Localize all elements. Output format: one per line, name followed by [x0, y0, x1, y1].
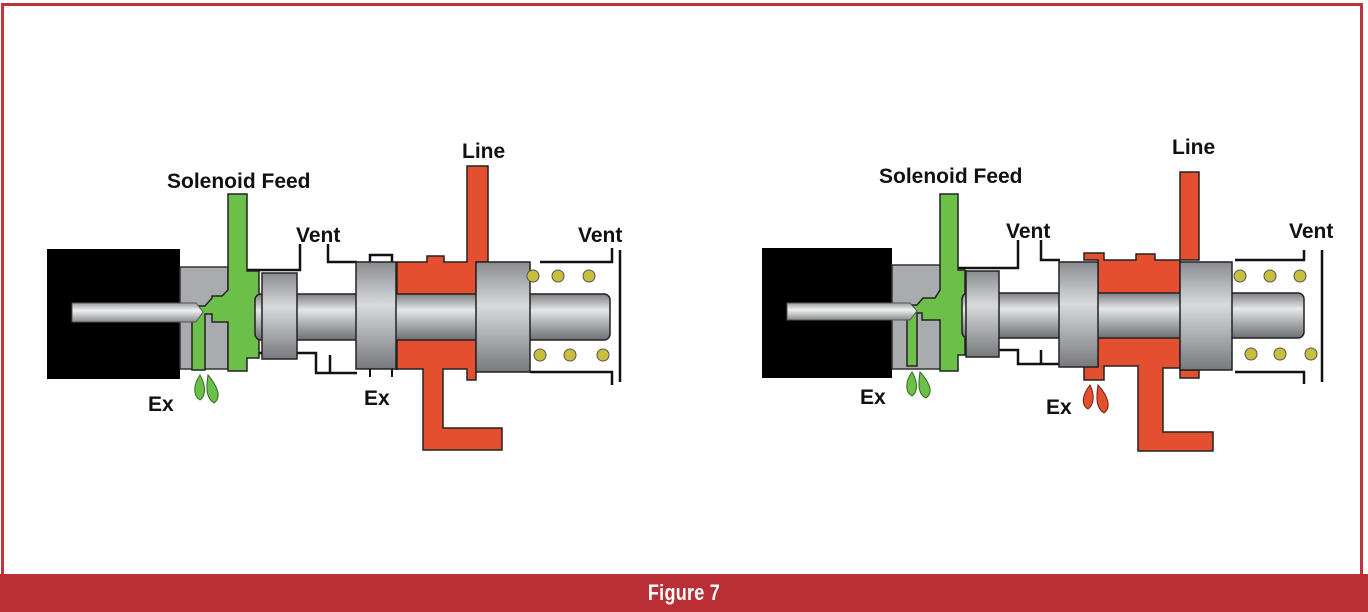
label-vent-left: Vent — [296, 224, 340, 247]
spool-land — [1179, 261, 1233, 371]
spring-coil — [526, 269, 540, 283]
label-ex-valve: Ex — [364, 387, 390, 410]
label-solenoid-feed: Solenoid Feed — [879, 165, 1023, 188]
exhaust-drop-red — [1082, 384, 1094, 410]
spring-coil — [582, 269, 596, 283]
spring-coil — [1304, 347, 1318, 361]
spring-coil — [1293, 269, 1307, 283]
spring-coil — [1273, 347, 1287, 361]
label-vent-right: Vent — [578, 224, 622, 247]
valve-bore-outline — [940, 240, 1324, 384]
spring — [1233, 269, 1318, 361]
valve-diagram-right: Solenoid Feed Vent Line Vent Ex Ex — [762, 136, 1333, 452]
valve-diagram-left: Solenoid Feed Vent Line Vent Ex Ex — [47, 140, 622, 451]
figure-frame — [1, 3, 1363, 575]
exhaust-drop-green — [206, 373, 219, 404]
solenoid-pin — [71, 302, 204, 323]
exhaust-drop-green — [194, 374, 205, 401]
spring — [526, 269, 610, 362]
label-ex-solenoid: Ex — [860, 386, 886, 409]
label-solenoid-feed: Solenoid Feed — [167, 170, 311, 193]
spool-shaft — [254, 293, 611, 341]
spring-coil — [1233, 269, 1247, 283]
figure-caption: Figure 7 — [647, 580, 721, 605]
spring-coil — [533, 348, 547, 362]
spool-land — [261, 272, 298, 360]
spring-coil — [596, 348, 610, 362]
valve-diagrams: Solenoid Feed Vent Line Vent Ex Ex S — [47, 136, 1333, 452]
exhaust-port — [369, 369, 393, 377]
label-line: Line — [462, 140, 505, 163]
spring-coil — [1263, 269, 1277, 283]
solenoid-pin — [786, 302, 918, 321]
spool-land — [1058, 261, 1099, 368]
label-vent-right: Vent — [1289, 220, 1333, 243]
spool-land — [965, 270, 1000, 358]
label-vent-left: Vent — [1006, 220, 1050, 243]
spring-coil — [1244, 347, 1258, 361]
label-ex-solenoid: Ex — [148, 393, 174, 416]
label-line: Line — [1172, 136, 1215, 159]
exhaust-drop-green — [906, 371, 917, 397]
spool-shaft — [961, 292, 1305, 339]
label-ex-valve: Ex — [1046, 396, 1072, 419]
figure-caption-bar: Figure 7 — [0, 574, 1368, 612]
spring-coil — [551, 269, 565, 283]
spool-land — [475, 261, 531, 373]
exhaust-drop-red — [1096, 383, 1109, 414]
spring-coil — [563, 348, 577, 362]
exhaust-drop-green — [918, 370, 931, 399]
spool-land — [355, 261, 397, 370]
